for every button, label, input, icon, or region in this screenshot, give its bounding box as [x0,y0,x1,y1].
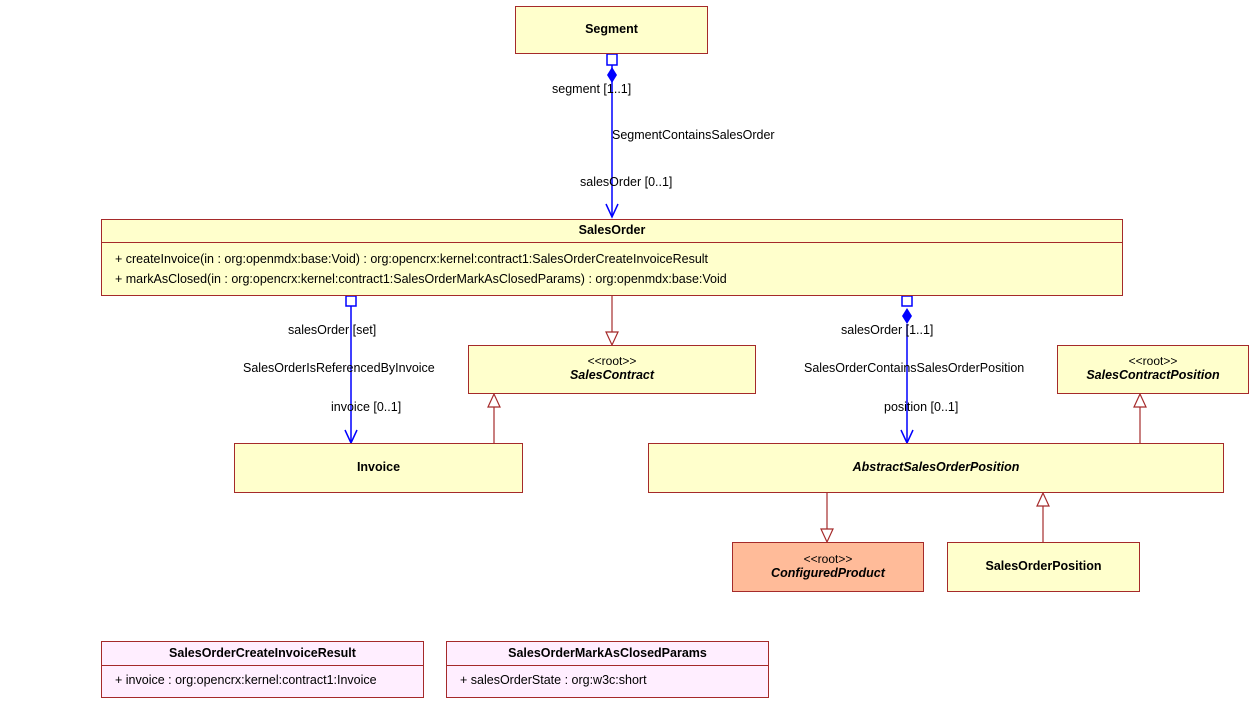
stereotype-label: <<root>> [587,354,637,368]
attribute-invoice: + invoice : org:opencrx:kernel:contract1… [115,673,377,687]
class-salescontractposition[interactable]: <<root>> SalesContractPosition [1057,345,1249,394]
association-segment-salesorder [605,53,619,219]
association-name-segment: SegmentContainsSalesOrder [612,128,775,142]
class-configuredproduct[interactable]: <<root>> ConfiguredProduct [732,542,924,592]
generalization-abstractposition-configuredproduct [820,493,834,544]
class-name: SalesOrderPosition [985,559,1102,573]
class-name: AbstractSalesOrderPosition [852,460,1020,474]
class-name: SalesOrderMarkAsClosedParams [508,646,707,660]
role-label-segment: segment [1..1] [552,82,632,96]
role-label-invoice: invoice [0..1] [331,400,402,414]
class-name: SalesContractPosition [1086,368,1220,382]
role-label-salesorder-one: salesOrder [1..1] [841,323,934,337]
class-name: SalesContract [569,368,655,382]
role-label-salesorder: salesOrder [0..1] [580,175,673,189]
class-name: SalesOrderCreateInvoiceResult [169,646,356,660]
operation-mark-as-closed: + markAsClosed(in : org:opencrx:kernel:c… [115,272,727,286]
class-name: Segment [585,22,638,36]
struct-markasclosedparams[interactable]: SalesOrderMarkAsClosedParams + salesOrde… [446,641,769,698]
role-label-position: position [0..1] [884,400,959,414]
class-invoice[interactable]: Invoice [234,443,523,493]
generalization-abstractposition-contractposition [1133,392,1147,443]
operation-create-invoice: + createInvoice(in : org:openmdx:base:Vo… [115,252,709,266]
class-salescontract[interactable]: <<root>> SalesContract [468,345,756,394]
generalization-salesorderposition-abstractposition [1036,491,1050,542]
operations-compartment: + createInvoice(in : org:openmdx:base:Vo… [102,242,1122,289]
class-salesorderposition[interactable]: SalesOrderPosition [947,542,1140,592]
class-name: Invoice [356,460,401,474]
class-abstractsalesorderposition[interactable]: AbstractSalesOrderPosition [648,443,1224,493]
generalization-salesorder-salescontract [605,296,619,347]
class-name: ConfiguredProduct [771,566,885,580]
association-name-invoice: SalesOrderIsReferencedByInvoice [243,361,435,375]
struct-createinvoiceresult[interactable]: SalesOrderCreateInvoiceResult + invoice … [101,641,424,698]
class-segment[interactable]: Segment [515,6,708,54]
role-label-salesorder-set: salesOrder [set] [288,323,377,337]
attribute-sales-order-state: + salesOrderState : org:w3c:short [460,673,647,687]
attributes-compartment: + invoice : org:opencrx:kernel:contract1… [102,665,423,689]
association-name-position: SalesOrderContainsSalesOrderPosition [804,361,1025,375]
stereotype-label: <<root>> [803,552,853,566]
generalization-invoice-salescontract [487,392,501,443]
class-salesorder[interactable]: SalesOrder + createInvoice(in : org:open… [101,219,1123,296]
attributes-compartment: + salesOrderState : org:w3c:short [447,665,768,689]
stereotype-label: <<root>> [1128,354,1178,368]
class-name: SalesOrder [578,223,646,237]
